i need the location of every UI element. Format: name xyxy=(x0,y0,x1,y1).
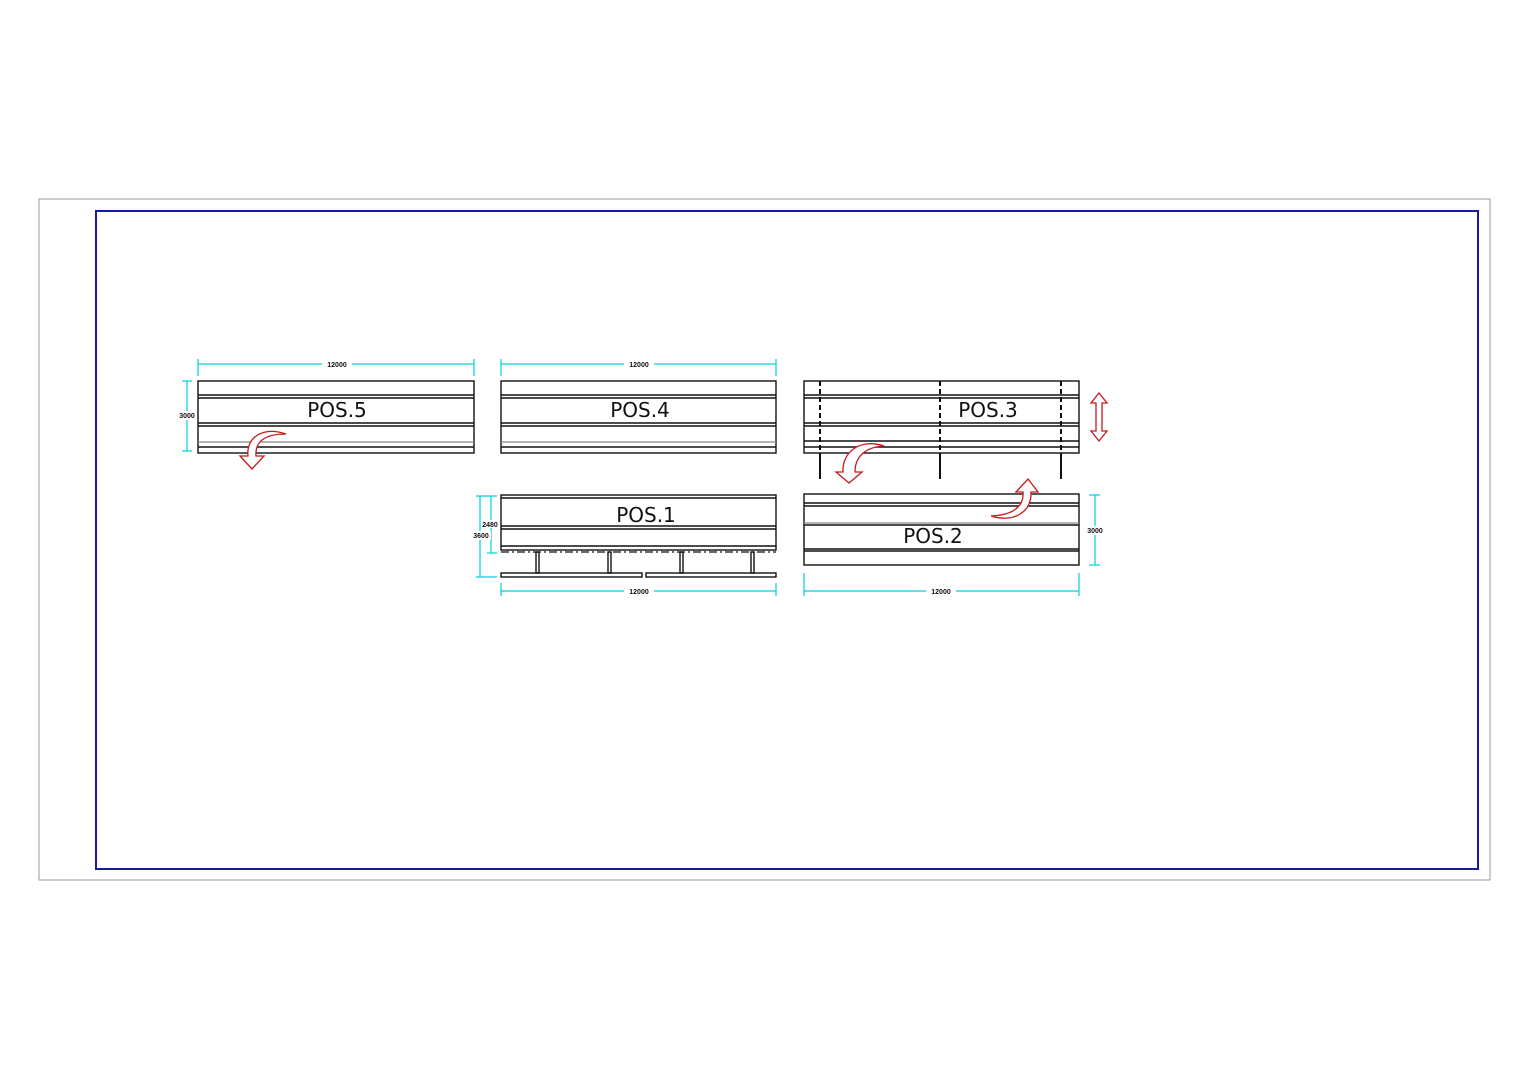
panel-label: POS.4 xyxy=(610,398,670,422)
panel-pos3: POS.3 xyxy=(803,380,1109,484)
vertical-move-arrow-icon xyxy=(1089,391,1109,443)
width-dimension: 12000 xyxy=(500,583,777,596)
panel-label: POS.3 xyxy=(958,398,1018,422)
svg-text:3000: 3000 xyxy=(179,413,195,420)
support-posts xyxy=(819,381,1062,479)
panel-pos5: POS.5 12000 3000 xyxy=(177,359,475,470)
panel-label: POS.2 xyxy=(903,524,963,548)
legs xyxy=(500,551,777,578)
svg-text:2480: 2480 xyxy=(482,522,498,529)
height-dimension: 3000 xyxy=(177,380,197,452)
svg-text:12000: 12000 xyxy=(931,589,951,596)
panel-pos2: POS.2 12000 3000 xyxy=(803,477,1106,596)
height-dimension: 3600 2480 xyxy=(471,495,500,578)
svg-text:3000: 3000 xyxy=(1087,528,1103,535)
drawing-frame xyxy=(95,210,1479,870)
rotate-arrow-icon xyxy=(990,477,1040,519)
panel-label: POS.1 xyxy=(616,503,676,527)
svg-text:12000: 12000 xyxy=(629,589,649,596)
svg-text:3600: 3600 xyxy=(473,533,489,540)
rotate-arrow-icon xyxy=(238,430,287,470)
height-dimension: 3000 xyxy=(1084,494,1106,566)
width-dimension: 12000 xyxy=(803,573,1080,596)
svg-text:12000: 12000 xyxy=(629,362,649,369)
rotate-arrow-icon xyxy=(834,443,885,484)
width-dimension: 12000 xyxy=(197,359,475,376)
width-dimension: 12000 xyxy=(500,359,777,376)
panel-pos4: POS.4 12000 xyxy=(500,359,777,454)
svg-text:12000: 12000 xyxy=(327,362,347,369)
sheet-border xyxy=(38,198,1491,881)
panel-label: POS.5 xyxy=(307,398,367,422)
panel-pos1: POS.1 12000 3600 2480 xyxy=(471,494,777,596)
